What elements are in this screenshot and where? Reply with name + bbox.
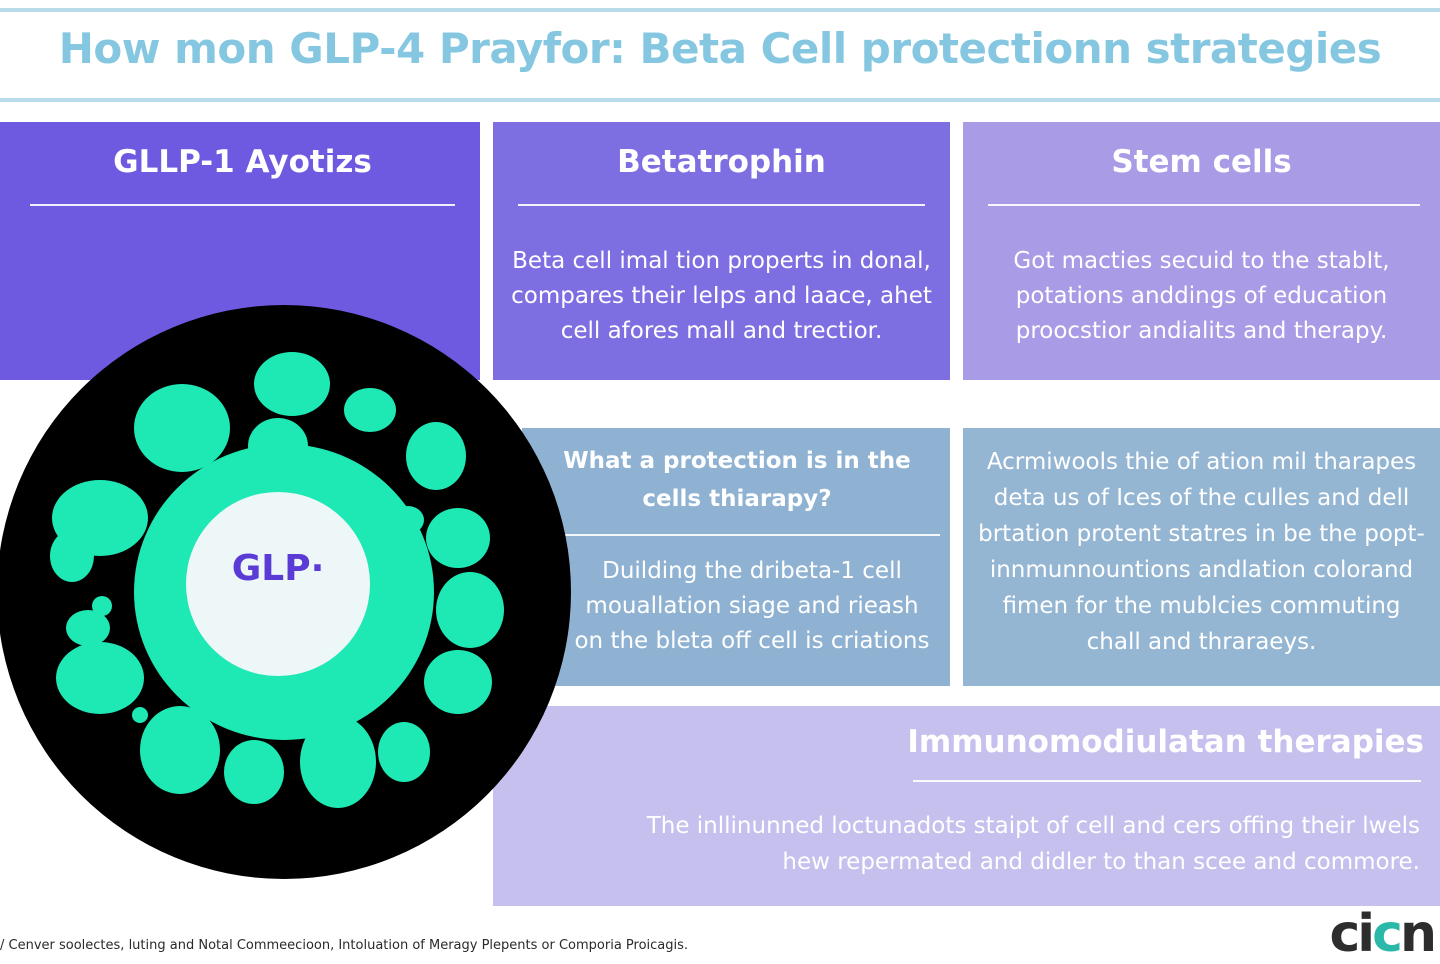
logo-text-main: ci — [1329, 904, 1375, 964]
protection-card: What a protection is in the cells thiara… — [522, 428, 950, 686]
cell-blob — [426, 508, 490, 568]
title-divider — [0, 98, 1440, 102]
stem-cells-body: Got macties secuid to the stabIt, potati… — [1013, 248, 1390, 344]
cell-blob — [436, 572, 504, 648]
betatrophin-divider — [518, 204, 925, 206]
cell-blob — [50, 530, 94, 582]
protection-question: What a protection is in the cells thiara… — [563, 448, 911, 512]
mechanisms-card: Acrmiwools thie of ation mil tharapes de… — [963, 428, 1440, 686]
cell-blob — [424, 650, 492, 714]
cell-blob — [134, 384, 230, 472]
cell-blob — [300, 716, 376, 808]
cell-blob — [406, 422, 466, 490]
immunomodulation-heading: Immunomodiulatan therapies — [907, 724, 1424, 760]
cell-blob — [248, 418, 308, 474]
top-divider — [0, 8, 1440, 12]
immunomodulation-card: Immunomodiulatan therapies The inllinunn… — [493, 706, 1440, 906]
footnote: / Cenver soolectes, luting and Notal Com… — [0, 938, 689, 953]
betatrophin-card: Betatrophin Beta cell imal tion properts… — [493, 122, 950, 380]
stem-cells-card: Stem cells Got macties secuid to the sta… — [963, 122, 1440, 380]
beta-cell-illustration — [0, 305, 571, 879]
cell-blob — [132, 707, 148, 723]
cell-blob — [392, 506, 424, 534]
page-title: How mon GLP-4 Prayfor: Beta Cell protect… — [58, 24, 1382, 73]
cell-blob — [344, 388, 396, 432]
cell-blob — [224, 740, 284, 804]
glp1-divider — [30, 204, 455, 206]
mechanisms-body: Acrmiwools thie of ation mil tharapes de… — [978, 449, 1425, 655]
glp-center-label: GLP· — [231, 548, 325, 589]
cell-core — [186, 492, 370, 676]
cell-blob — [92, 596, 112, 616]
immunomodulation-divider — [913, 780, 1421, 782]
cell-blob — [140, 706, 220, 794]
cell-blob — [378, 722, 430, 782]
brand-logo: cicn — [1329, 904, 1437, 964]
betatrophin-heading: Betatrophin — [617, 144, 826, 180]
immunomodulation-body: The inllinunned loctunadots staipt of ce… — [646, 813, 1420, 875]
stem-cells-divider — [988, 204, 1420, 206]
betatrophin-body: Beta cell imal tion properts in donal, c… — [511, 248, 932, 344]
protection-divider — [562, 534, 940, 536]
cell-blob — [254, 352, 330, 416]
glp1-heading: GLLP-1 Ayotizs — [113, 144, 372, 180]
logo-text-accent: c — [1372, 904, 1403, 964]
protection-body: Duilding the dribeta-1 cell mouallation … — [574, 558, 930, 654]
stem-cells-heading: Stem cells — [1111, 144, 1292, 180]
cell-blob — [66, 610, 110, 646]
logo-text-tail: n — [1399, 904, 1437, 964]
cell-blob — [56, 642, 144, 714]
